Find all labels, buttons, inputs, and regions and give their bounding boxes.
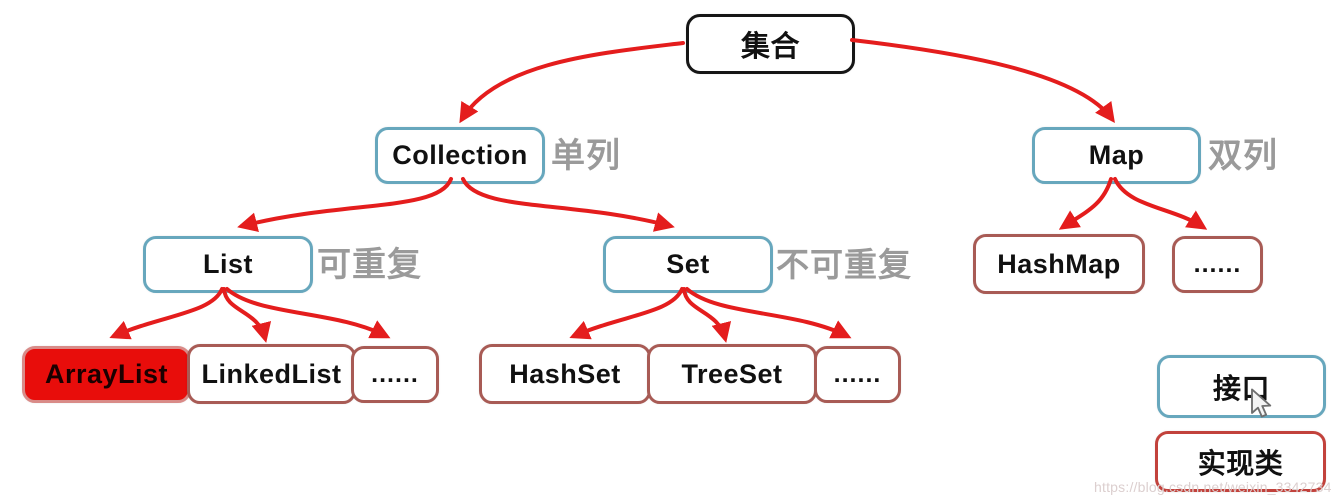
arrow-set-to-ellipsis bbox=[685, 287, 852, 339]
node-list-ellipsis-label: ...... bbox=[371, 360, 419, 388]
node-collection: Collection bbox=[375, 127, 545, 184]
node-map-label: Map bbox=[1088, 140, 1145, 170]
node-hashmap: HashMap bbox=[973, 234, 1145, 294]
arrow-collection-to-set bbox=[461, 177, 675, 232]
node-map-ellipsis-label: ...... bbox=[1193, 250, 1242, 278]
node-hashset: HashSet bbox=[479, 344, 651, 404]
arrow-jihe-to-map bbox=[850, 38, 1115, 124]
arrow-collection-to-list bbox=[237, 177, 453, 233]
node-hashmap-label: HashMap bbox=[997, 248, 1121, 279]
arrow-set-to-hashset bbox=[569, 287, 684, 340]
legend-interface-box: 接口 bbox=[1157, 355, 1326, 418]
legend-implementation-label: 实现类 bbox=[1197, 447, 1284, 479]
arrow-list-to-linkedlist bbox=[222, 287, 272, 343]
arrow-set-to-treeset bbox=[682, 287, 732, 343]
node-map-ellipsis: ...... bbox=[1172, 236, 1263, 293]
node-treeset-label: TreeSet bbox=[681, 358, 783, 389]
arrow-map-to-ellipsis bbox=[1113, 177, 1208, 230]
node-collection-label: Collection bbox=[392, 140, 528, 170]
node-set: Set bbox=[603, 236, 773, 293]
annotation-kechongfu: 可重复 bbox=[317, 246, 422, 284]
legend-implementation-box: 实现类 bbox=[1155, 431, 1326, 492]
legend-interface-label: 接口 bbox=[1212, 372, 1270, 404]
node-treeset: TreeSet bbox=[647, 344, 817, 404]
csdn-watermark: https://blog.csdn.net/weixin_33427346 bbox=[1094, 479, 1331, 495]
node-linkedlist: LinkedList bbox=[187, 344, 356, 404]
node-map: Map bbox=[1032, 127, 1201, 184]
node-set-ellipsis: ...... bbox=[814, 346, 901, 403]
annotation-bukechongfu: 不可重复 bbox=[776, 245, 912, 283]
node-hashset-label: HashSet bbox=[509, 358, 621, 389]
annotation-danlie: 单列 bbox=[551, 137, 621, 175]
annotation-shuanglie: 双列 bbox=[1208, 137, 1278, 175]
node-linkedlist-label: LinkedList bbox=[201, 358, 342, 389]
arrow-list-to-arraylist bbox=[109, 287, 224, 340]
node-set-ellipsis-label: ...... bbox=[833, 360, 882, 388]
node-arraylist-label: ArrayList bbox=[44, 359, 169, 389]
node-list-ellipsis: ...... bbox=[351, 346, 439, 403]
arrow-list-to-ellipsis bbox=[225, 287, 391, 339]
node-list-label: List bbox=[202, 249, 253, 279]
node-arraylist: ArrayList bbox=[22, 346, 191, 403]
node-jihe-root: 集合 bbox=[686, 14, 855, 74]
arrow-jihe-to-collection bbox=[459, 41, 685, 124]
node-list: List bbox=[143, 236, 313, 293]
node-set-label: Set bbox=[666, 249, 710, 279]
arrow-map-to-hashmap bbox=[1058, 177, 1113, 230]
node-jihe-label: 集合 bbox=[740, 31, 800, 63]
